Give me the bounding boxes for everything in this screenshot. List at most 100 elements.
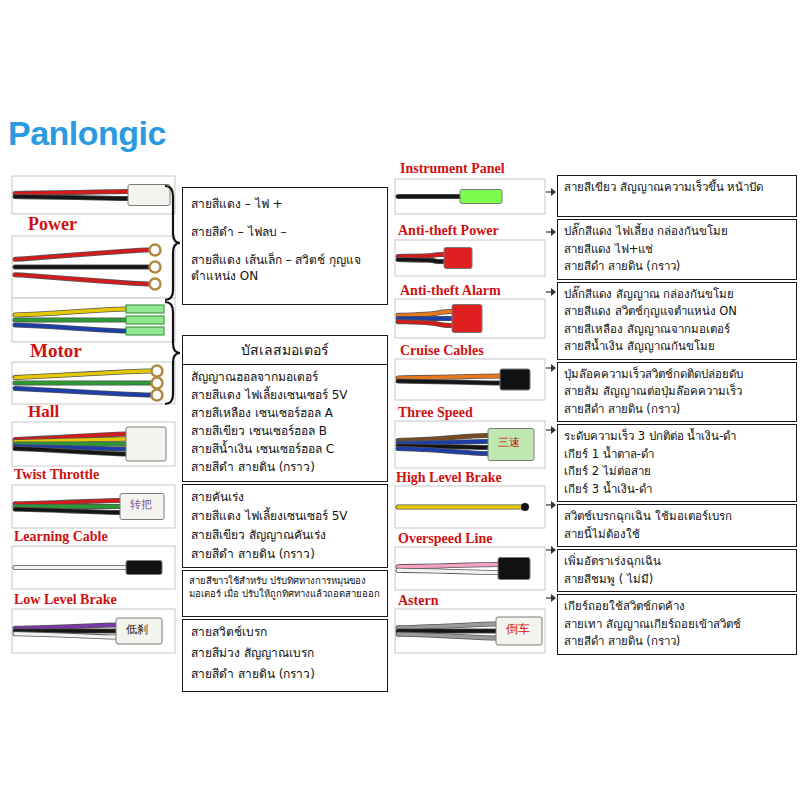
wire: [15, 449, 127, 455]
box-line: เกียร์ถอยใช้สวิตช์กดค้าง: [564, 598, 790, 616]
arrow-head: [551, 594, 556, 602]
picture-frame: [395, 299, 545, 338]
wire: [398, 624, 497, 628]
wire: [398, 570, 499, 572]
box-line: สัญญาณฮอลจากมอเตอร์: [191, 369, 379, 386]
connector-plug: [126, 561, 162, 575]
wire-outline: [398, 255, 445, 257]
connector-plug: [498, 558, 530, 580]
arrow-head: [551, 426, 556, 434]
wire: [398, 260, 445, 262]
wire-outline: [15, 439, 127, 442]
picture-frame: [12, 362, 175, 404]
picture-frame: [395, 179, 545, 214]
connector-name: Cruise Cables: [400, 343, 484, 358]
connector-name: Anti-theft Power: [398, 223, 499, 238]
box-line: เกียร์ 2 ไม่ต่อสาย: [564, 463, 790, 481]
description-box: เพิ่มอัตราเร่งฉุกเฉินสายสีชมพู ( ไม่มี): [557, 549, 797, 592]
connector-plug: [496, 617, 542, 645]
description-box: สวิตช์เบรกฉุกเฉิน ใช้มอเตอร์เบรกสายนี้ไม…: [557, 504, 797, 547]
arrow-shaft: [546, 191, 551, 192]
connector-name: Learning Cable: [14, 529, 108, 544]
wire: [398, 634, 497, 638]
wire-harness-picture: [395, 359, 545, 400]
box-line: สายคันเร่ง: [191, 488, 379, 506]
description-box: เกียร์ถอยใช้สวิตช์กดค้างสายเทา สัญญาณเกี…: [557, 594, 797, 655]
connector-name: High Level Brake: [396, 470, 502, 485]
wire: [15, 197, 129, 199]
box-line: สายสีม่วง สัญญาณเบรก: [191, 645, 379, 662]
wire-outline: [15, 309, 127, 315]
box-line: เกียร์ 3 น้ำเงิน-ดำ: [564, 481, 790, 499]
connector-name: Hall: [28, 403, 59, 422]
wire: [398, 312, 453, 316]
wire-outline: [398, 381, 501, 383]
wire: [15, 371, 151, 378]
picture-frame: [12, 485, 175, 528]
box-line: สายสีดำ สายดิน (กราว): [191, 666, 379, 683]
wire: [15, 566, 127, 569]
picture-frame: [12, 609, 175, 653]
wire-harness-picture: [395, 486, 545, 528]
box-line: สายสีแดง ไฟเลี้ยงเซนเซอร์ 5V: [191, 387, 379, 404]
wire-harness-picture: [12, 362, 175, 404]
wire: [15, 309, 127, 315]
box-line: สวิตช์เบรกฉุกเฉิน ใช้มอเตอร์เบรก: [564, 508, 790, 526]
wire-outline: [15, 192, 129, 194]
wire: [398, 322, 453, 326]
box-line: สายสีแดง ไฟเลี้ยงเซนเซอร์ 5V: [191, 507, 379, 525]
picture-frame: [12, 422, 175, 466]
wire-outline: [398, 449, 489, 454]
connector-name: Low Level Brake: [14, 592, 117, 607]
description-box: สายคันเร่งสายสีแดง ไฟเลี้ยงเซนเซอร์ 5Vสา…: [182, 484, 388, 568]
wire-harness-picture: [395, 240, 545, 276]
wire-harness-picture: [395, 547, 545, 590]
wire-outline: [398, 376, 501, 378]
plug-tag: 转把: [130, 499, 152, 511]
arrow-head: [551, 288, 556, 296]
pointer-arrow: [546, 546, 556, 554]
connector-plug: [444, 248, 472, 269]
wire: [15, 501, 121, 504]
pointer-arrow: [546, 364, 556, 372]
box-line: สายนี้ไม่ต้องใช้: [564, 526, 790, 544]
connector-name: Anti-theft Alarm: [400, 283, 501, 298]
picture-frame: [395, 359, 545, 400]
box-line: สายสีเขียว เซนเซอร์ฮอล B: [191, 423, 379, 440]
wire-outline: [398, 634, 497, 638]
plug-tag: 低刹: [126, 624, 148, 636]
arrow-head: [551, 546, 556, 554]
box-line: สายสีดำ สายดิน (กราว): [191, 545, 379, 563]
wire: [15, 250, 149, 259]
wire-harness-picture: [12, 298, 175, 342]
wire-outline: [15, 509, 121, 512]
wire-outline: [398, 322, 453, 326]
picture-frame: [12, 176, 175, 214]
connector-name: Motor: [30, 341, 82, 362]
wire-harness-picture: [395, 179, 545, 214]
arrow-shaft: [546, 231, 551, 232]
pointer-arrow: [546, 228, 556, 236]
arrow-shaft: [546, 429, 551, 430]
bracket: [165, 302, 180, 404]
arrow-shaft: [546, 597, 551, 598]
wire-outline: [15, 325, 127, 331]
box-line: สายสีดำ สายดิน (กราว): [191, 459, 379, 476]
box-line: สายสีดำ สายดิน (กราว): [564, 401, 790, 419]
box-line: สายสีเขียว สัญญาณคันเร่ง: [191, 526, 379, 544]
pointer-arrow: [546, 188, 556, 196]
wire-harness-picture: [395, 421, 545, 468]
picture-frame: [395, 609, 545, 653]
wire-outline: [398, 260, 445, 262]
box-line: สายสีขาวใช้สำหรับ ปรับทิศทางการหมุนของมอ…: [189, 575, 381, 600]
connector-name: Overspeed Line: [398, 531, 493, 546]
wire-outline: [15, 265, 149, 270]
description-box: ปุ่มล๊อคความเร็วสวิตช์กดติดปล่อยดับสายส้…: [557, 362, 797, 423]
wire: [398, 255, 445, 257]
bullet-connector: [126, 327, 164, 335]
plug-tag: 三速: [498, 437, 520, 449]
description-box: สายสีแดง – ไฟ +สายสีดำ – ไฟลบ –สายสีแดง …: [182, 187, 388, 305]
box-line: สายสีแดง – ไฟ +: [191, 196, 379, 212]
wire: [398, 376, 501, 378]
